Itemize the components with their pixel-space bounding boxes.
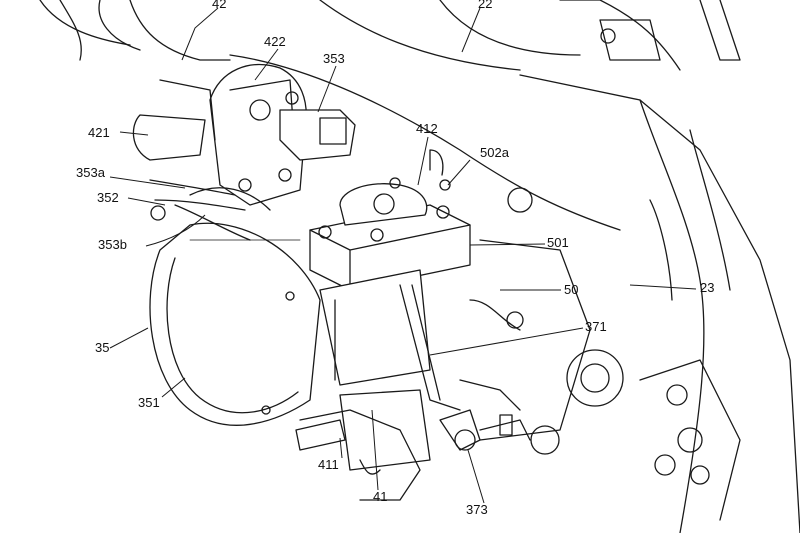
ref-label-421: 421	[88, 125, 110, 140]
ref-label-411: 411	[318, 457, 339, 472]
ref-label-35: 35	[95, 340, 110, 355]
ref-label-352: 352	[97, 190, 119, 205]
ref-label-23: 23	[700, 280, 715, 295]
clamp-assembly-422	[132, 63, 356, 206]
ref-label-42: 42	[212, 0, 227, 11]
ref-label-353: 353	[323, 51, 345, 66]
ref-label-50: 50	[564, 282, 579, 297]
ref-label-422: 422	[264, 34, 286, 49]
ref-label-353b: 353b	[98, 237, 127, 252]
actuator-412	[309, 149, 524, 411]
ref-label-371: 371	[585, 319, 607, 334]
ref-label-412: 412	[416, 121, 438, 136]
ref-label-373: 373	[466, 502, 488, 517]
leader-lines	[109, 7, 697, 504]
ref-label-22: 22	[478, 0, 493, 11]
ref-label-502a: 502a	[480, 145, 509, 160]
engine-cover-351	[149, 222, 421, 501]
ref-label-501: 501	[547, 235, 569, 250]
lower-bracket-411	[295, 379, 560, 475]
frame-panel-23	[479, 74, 800, 533]
ref-label-41: 41	[373, 489, 388, 504]
ref-label-351: 351	[138, 395, 160, 410]
hose-lines-353	[149, 179, 271, 241]
frame-structure	[39, 0, 741, 231]
ref-label-353a: 353a	[76, 165, 105, 180]
